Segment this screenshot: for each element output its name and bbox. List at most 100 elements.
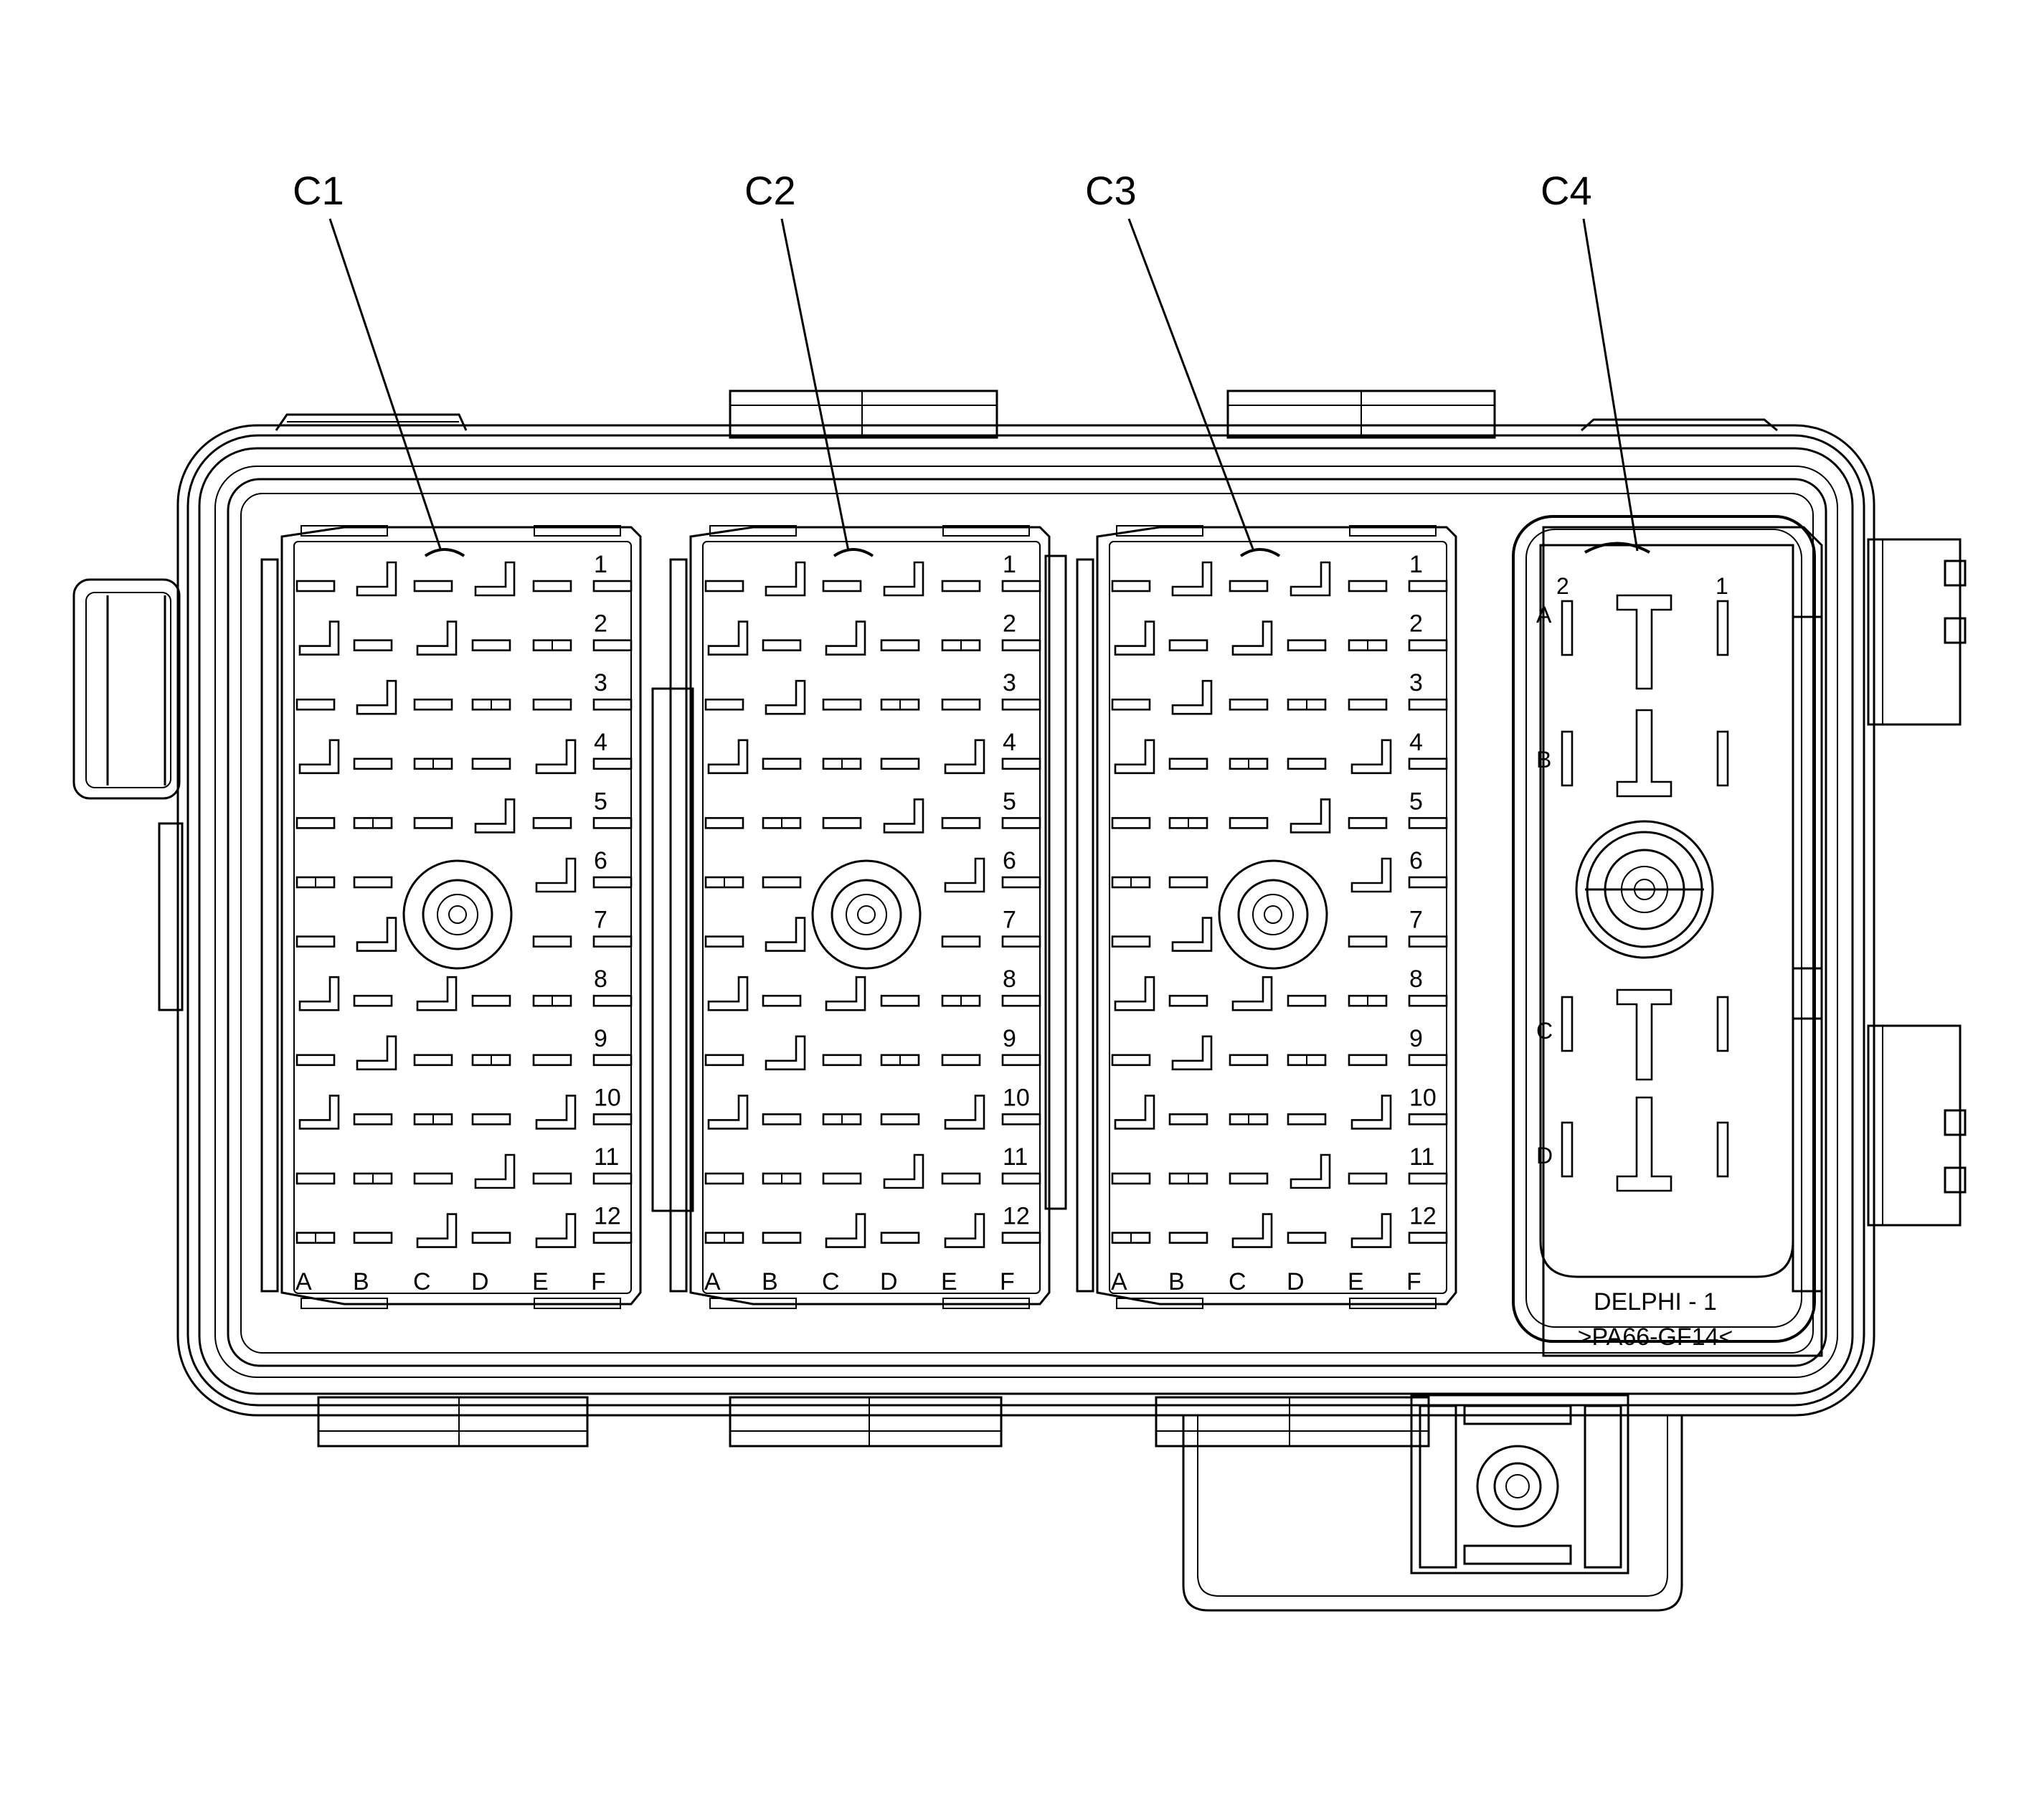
c2-row-label-8: 8 xyxy=(1003,966,1016,993)
c4-power-terminal-b xyxy=(1616,709,1672,798)
c1-terminal-f11 xyxy=(592,1172,633,1185)
c3-terminal-e12 xyxy=(1350,1213,1392,1248)
c2-terminal-d12 xyxy=(880,1232,920,1244)
c1-column-label-f: F xyxy=(591,1268,606,1295)
c3-terminal-c9 xyxy=(1229,1054,1269,1067)
c1-terminal-e12 xyxy=(535,1213,577,1248)
c2-terminal-e7 xyxy=(941,935,981,948)
c3-terminal-b10 xyxy=(1168,1113,1208,1125)
c2-terminal-e3 xyxy=(941,698,981,711)
c1-terminal-e7 xyxy=(532,935,572,948)
c3-row-label-10: 10 xyxy=(1409,1084,1437,1111)
c2-terminal-b6 xyxy=(762,876,802,889)
c2-terminal-b4 xyxy=(762,757,802,770)
c1-terminal-e11 xyxy=(532,1172,572,1185)
c1-terminal-b10 xyxy=(353,1113,393,1125)
housing-outline xyxy=(176,424,1875,1417)
c1-terminal-c12 xyxy=(416,1213,458,1248)
c1-row-label-2: 2 xyxy=(594,610,607,638)
c1-terminal-e3 xyxy=(532,698,572,711)
c1-bottom-slot-right xyxy=(534,1298,621,1309)
c2-bolt-core xyxy=(857,905,876,924)
c3-row-label-1: 1 xyxy=(1409,551,1423,578)
c1-row-label-7: 7 xyxy=(594,907,607,934)
c1-row-label-5: 5 xyxy=(594,788,607,815)
c3-bolt-core xyxy=(1264,905,1282,924)
c2-column-label-b: B xyxy=(762,1268,778,1295)
c1-terminal-e4 xyxy=(535,739,577,775)
c1-terminal-e6 xyxy=(535,857,577,893)
connector-separators xyxy=(651,554,1067,1212)
c2-terminal-f3 xyxy=(1001,698,1041,711)
c1-terminal-c3 xyxy=(413,698,453,711)
c3-terminal-e4 xyxy=(1350,739,1392,775)
c1-terminal-e9 xyxy=(532,1054,572,1067)
c2-column-label-c: C xyxy=(822,1268,840,1295)
c3-row-label-9: 9 xyxy=(1409,1025,1423,1052)
c4-latch-mark xyxy=(1584,542,1650,554)
c4-terminal-2b xyxy=(1561,730,1574,787)
c1-top-slot-right xyxy=(534,525,621,537)
c1-terminal-a7 xyxy=(295,935,336,948)
c2-terminal-f11 xyxy=(1001,1172,1041,1185)
c2-terminal-b2 xyxy=(762,639,802,651)
c1-terminal-b4 xyxy=(353,757,393,770)
c1-terminal-a10 xyxy=(298,1095,340,1130)
c1-terminal-d2 xyxy=(471,639,511,651)
c3-bolt-inner xyxy=(1252,894,1294,935)
c3-terminal-f4 xyxy=(1408,757,1448,770)
c4-terminal-2c xyxy=(1561,996,1574,1052)
c1-terminal-e10 xyxy=(535,1095,577,1130)
c1-row-label-3: 3 xyxy=(594,669,607,697)
c2-terminal-c11 xyxy=(822,1172,862,1185)
c2-latch-mark xyxy=(833,548,874,557)
c3-terminal-a3 xyxy=(1111,698,1151,711)
c4-terminal-2a xyxy=(1561,600,1574,656)
c2-terminal-d11 xyxy=(883,1153,924,1189)
c3-terminal-b3 xyxy=(1171,679,1213,715)
c2-inner-frame xyxy=(702,541,1041,1294)
callout-c4: C4 xyxy=(1541,168,1592,213)
c4-row-label-d: D xyxy=(1536,1143,1553,1169)
c1-terminal-d1 xyxy=(474,561,516,597)
c3-terminal-c5 xyxy=(1229,817,1269,829)
c3-top-slot-left xyxy=(1116,525,1203,537)
c3-row-label-2: 2 xyxy=(1409,610,1423,638)
c3-terminal-f8 xyxy=(1408,994,1448,1007)
c3-terminal-c2 xyxy=(1231,620,1273,656)
c2-bottom-slot-left xyxy=(709,1298,797,1309)
c2-row-label-6: 6 xyxy=(1003,847,1016,874)
c3-column-label-c: C xyxy=(1229,1268,1246,1295)
c2-terminal-e1 xyxy=(941,580,981,593)
callout-c2: C2 xyxy=(744,168,796,213)
c1-terminal-c2 xyxy=(416,620,458,656)
c3-terminal-a4 xyxy=(1114,739,1155,775)
connector-c4: 2 1 A B C D xyxy=(1512,515,1823,1357)
c1-terminal-f7 xyxy=(592,935,633,948)
c4-power-terminal-d xyxy=(1616,1096,1672,1192)
c3-terminal-e5 xyxy=(1348,817,1388,829)
c4-terminal-2d xyxy=(1561,1121,1574,1178)
c3-row-label-8: 8 xyxy=(1409,966,1423,993)
c3-terminal-d1 xyxy=(1290,561,1331,597)
c3-terminal-b9 xyxy=(1171,1035,1213,1071)
c1-terminal-b3 xyxy=(356,679,397,715)
callout-c1: C1 xyxy=(293,168,344,213)
c3-terminal-b6 xyxy=(1168,876,1208,889)
c3-terminal-b2 xyxy=(1168,639,1208,651)
c3-terminal-d11 xyxy=(1290,1153,1331,1189)
c1-terminal-a9 xyxy=(295,1054,336,1067)
c2-top-slot-left xyxy=(709,525,797,537)
c3-terminal-a11 xyxy=(1111,1172,1151,1185)
c2-terminal-f9 xyxy=(1001,1054,1041,1067)
c2-terminal-f2 xyxy=(1001,639,1041,651)
c1-terminal-f10 xyxy=(592,1113,633,1125)
c2-terminal-a9 xyxy=(704,1054,744,1067)
c2-terminal-f12 xyxy=(1001,1232,1041,1244)
c2-terminal-a11 xyxy=(704,1172,744,1185)
c1-terminal-e1 xyxy=(532,580,572,593)
